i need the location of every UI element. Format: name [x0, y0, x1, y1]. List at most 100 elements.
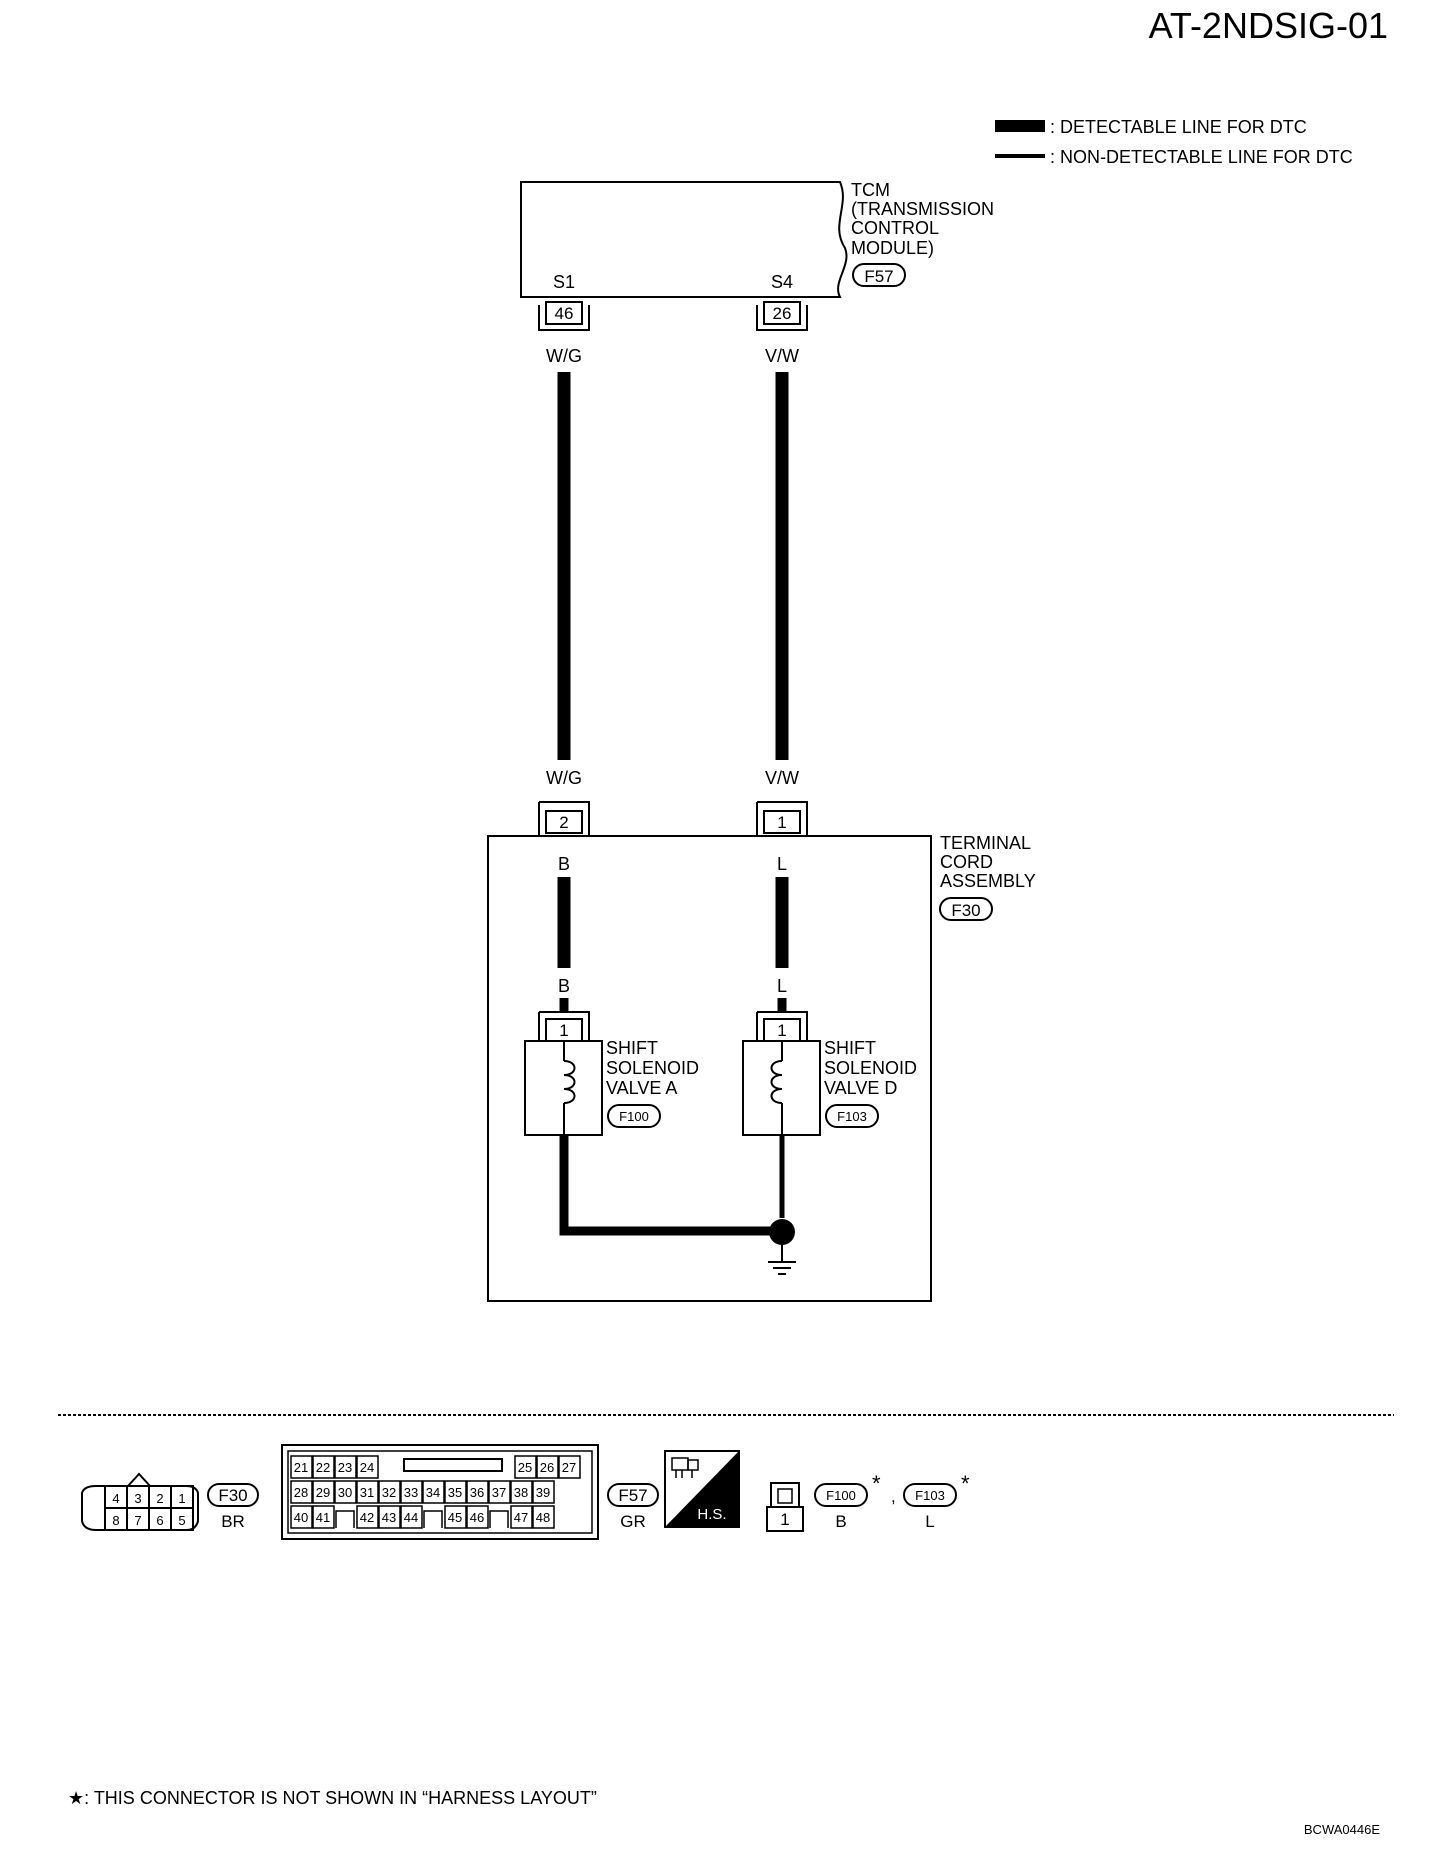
f57-view-pin: 24 [360, 1460, 374, 1475]
inner-wire-label-l: L [777, 854, 787, 874]
tcm-box [520, 181, 848, 298]
legend-detectable-label: : DETECTABLE LINE FOR DTC [1050, 117, 1307, 137]
single-pin-connector-view: 1 F100 * , B F103 * L [766, 1471, 970, 1532]
f30-view-pin: 3 [134, 1491, 141, 1506]
f57-view-pin: 30 [338, 1485, 352, 1500]
legend: : DETECTABLE LINE FOR DTC : NON-DETECTAB… [995, 117, 1353, 167]
connector-notch [423, 1510, 443, 1528]
ground-wire-a [559, 1135, 782, 1236]
solenoid-connector-badge [825, 1104, 879, 1128]
solenoid-name-line: SOLENOID [606, 1058, 699, 1078]
connector-notch [335, 1510, 355, 1528]
terminal-cord-name-line: ASSEMBLY [940, 871, 1036, 891]
f57-view-pin: 21 [294, 1460, 308, 1475]
legend-non-detectable-swatch [995, 154, 1045, 158]
f30-view-pin: 6 [156, 1513, 163, 1528]
f30-pin-number: 2 [559, 813, 568, 832]
coil-icon [770, 1060, 783, 1104]
f30-pin-number: 1 [777, 813, 786, 832]
tcm-pin-46: 46 [538, 301, 590, 331]
ground-icon [768, 1245, 796, 1275]
wire-label-wg-upper: W/G [546, 346, 582, 366]
tcm-signal-s4: S4 [771, 272, 793, 292]
f57-view-pin: 41 [316, 1510, 330, 1525]
figure-code: BCWA0446E [1304, 1822, 1380, 1837]
terminal-cord-box [487, 835, 932, 1302]
f57-view-pin: 48 [536, 1510, 550, 1525]
f57-view-badge [607, 1483, 659, 1507]
terminal-cord-connector-badge [939, 897, 993, 921]
f30-pin-1: 1 [756, 801, 808, 836]
f30-view-pin: 4 [112, 1491, 119, 1506]
tcm-connector-badge [852, 263, 906, 287]
f57-view-pin: 40 [294, 1510, 308, 1525]
f100-asterisk: * [872, 1471, 881, 1496]
tcm-name-line: CONTROL [851, 218, 939, 238]
f100-view-badge [814, 1483, 868, 1507]
connector-notch [489, 1510, 509, 1528]
f57-view-id: F57 [618, 1486, 647, 1505]
terminal-cord-name-line: CORD [940, 852, 993, 872]
f57-view-pin: 27 [562, 1460, 576, 1475]
f57-view-pin: 38 [514, 1485, 528, 1500]
f57-view-pin: 44 [404, 1510, 418, 1525]
wire-label-vw-lower: V/W [765, 768, 799, 788]
f57-view-pin: 29 [316, 1485, 330, 1500]
f30-view-pin: 7 [134, 1513, 141, 1528]
inner-wire-label-b-lower: B [558, 976, 570, 996]
view-separator: , [891, 1487, 896, 1506]
tcm-pin-number: 26 [773, 304, 792, 323]
f57-view-pin: 39 [536, 1485, 550, 1500]
f57-view-pin: 33 [404, 1485, 418, 1500]
f103-view-id: F103 [915, 1488, 945, 1503]
f57-view-pin: 35 [448, 1485, 462, 1500]
solenoid-connector-badge [607, 1104, 661, 1128]
f57-view-pin: 31 [360, 1485, 374, 1500]
legend-detectable-swatch [995, 120, 1045, 132]
f100-view-color: B [835, 1512, 846, 1531]
f103-view-badge [903, 1483, 957, 1507]
f57-view-pin: 47 [514, 1510, 528, 1525]
connector-latch [403, 1458, 503, 1472]
tcm-connector-id: F57 [864, 267, 893, 286]
solenoid-connector-id: F100 [619, 1109, 649, 1124]
f57-view-pin: 37 [492, 1485, 506, 1500]
terminal-cord-name-line: TERMINAL [940, 833, 1031, 853]
solenoid-pin-number: 1 [559, 1021, 568, 1040]
f30-view-color: BR [221, 1512, 245, 1531]
legend-non-detectable-label: : NON-DETECTABLE LINE FOR DTC [1050, 147, 1353, 167]
f57-view-pin: 28 [294, 1485, 308, 1500]
f103-asterisk: * [961, 1471, 970, 1496]
f57-view-color: GR [620, 1512, 646, 1531]
f30-view-pin: 8 [112, 1513, 119, 1528]
terminal-cord-connector-id: F30 [951, 901, 980, 920]
solenoid-name-line: VALVE D [824, 1078, 897, 1098]
connector-plug-icon [671, 1457, 699, 1478]
f57-view-pin: 43 [382, 1510, 396, 1525]
inner-wire-label-b: B [558, 854, 570, 874]
coil-icon [563, 1060, 576, 1104]
wire-label-vw-upper: V/W [765, 346, 799, 366]
tcm-pin-number: 46 [555, 304, 574, 323]
solenoid-valve-d: 1 SHIFT SOLENOID VALVE D F103 [742, 998, 917, 1136]
f30-pin-2: 2 [538, 801, 590, 836]
f30-view-badge [207, 1483, 259, 1507]
f57-view-pin: 26 [540, 1460, 554, 1475]
f57-view-pin: 34 [426, 1485, 440, 1500]
page-title: AT-2NDSIG-01 [1149, 5, 1388, 46]
tcm-name-line: (TRANSMISSION [851, 199, 994, 219]
f57-view-pin: 23 [338, 1460, 352, 1475]
f30-view-pin: 1 [178, 1491, 185, 1506]
inner-wire-label-l-lower: L [777, 976, 787, 996]
f57-view-pin: 46 [470, 1510, 484, 1525]
f57-view-pin: 42 [360, 1510, 374, 1525]
f57-view-pin: 36 [470, 1485, 484, 1500]
f30-view-pin: 2 [156, 1491, 163, 1506]
solenoid-pin-number: 1 [777, 1021, 786, 1040]
tcm-name-line: TCM [851, 180, 890, 200]
terminal-cord-assembly: TERMINAL CORD ASSEMBLY F30 [487, 833, 1036, 1302]
solenoid-name-line: VALVE A [606, 1078, 677, 1098]
f100-view-id: F100 [826, 1488, 856, 1503]
f57-view-pin: 45 [448, 1510, 462, 1525]
